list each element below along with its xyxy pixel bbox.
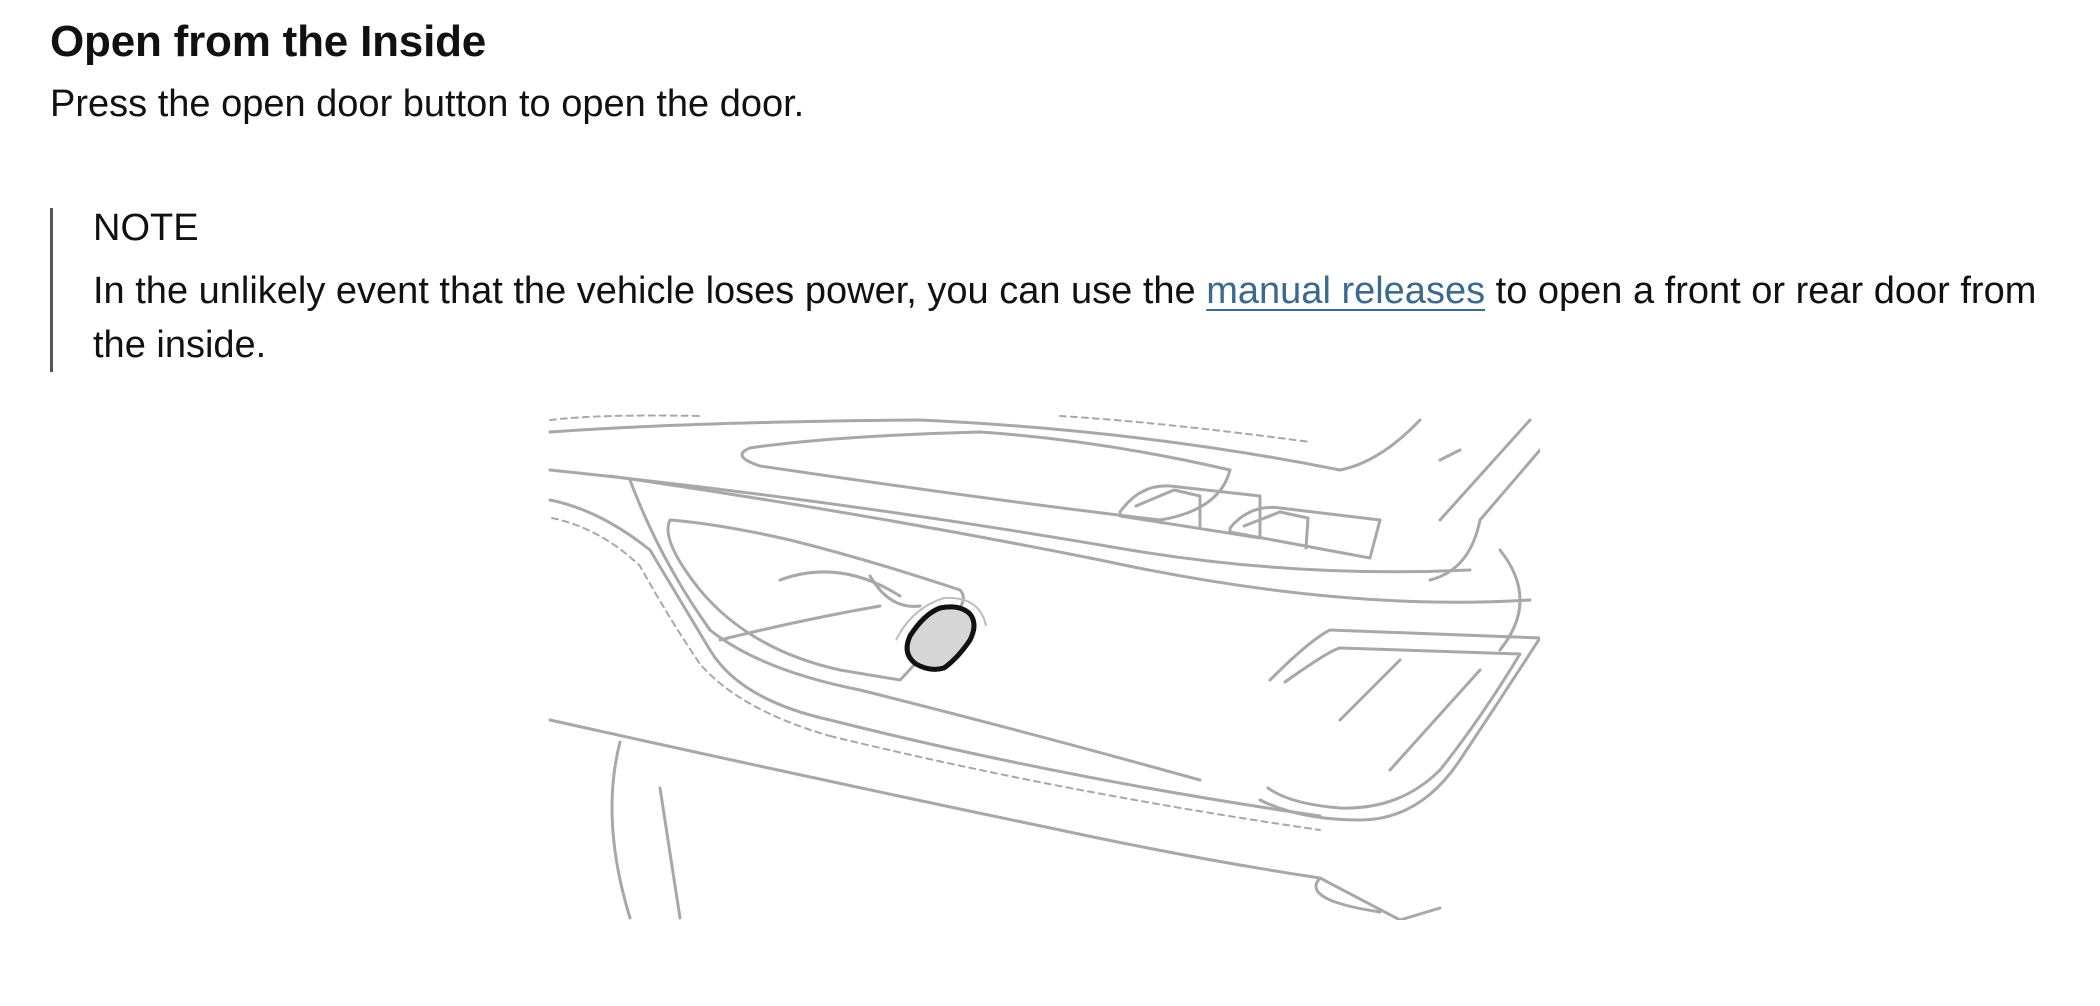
note-title: NOTE: [93, 207, 199, 249]
manual-releases-link[interactable]: manual releases: [1206, 270, 1486, 312]
intro-text: Press the open door button to open the d…: [50, 83, 805, 125]
page-title: Open from the Inside: [50, 17, 487, 66]
note-body: In the unlikely event that the vehicle l…: [93, 264, 2053, 372]
note-text-after: to open a front or rear door from the in…: [93, 270, 2037, 366]
note-text-before: In the unlikely event that the vehicle l…: [93, 270, 1207, 312]
door-panel-icon: [548, 414, 1540, 920]
note-callout: NOTE In the unlikely event that the vehi…: [50, 207, 2053, 372]
